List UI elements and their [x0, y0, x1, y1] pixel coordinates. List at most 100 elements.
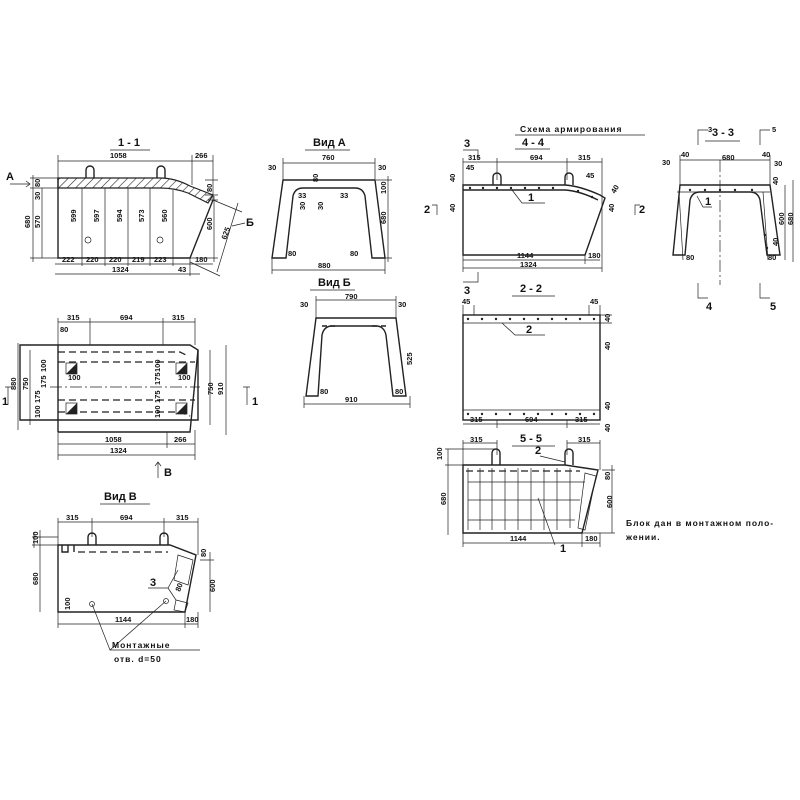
dimension-label: 315 — [470, 415, 483, 424]
dimension-label: 80 — [288, 249, 296, 258]
drawing-line — [30, 175, 58, 262]
dimension-label: 315 — [176, 513, 189, 522]
drawing-line — [492, 172, 574, 185]
block-outline — [462, 184, 606, 256]
drawing-line — [445, 448, 615, 535]
drawing-line — [765, 246, 769, 250]
dimension-label: 910 — [216, 382, 225, 395]
drawing-line — [57, 155, 214, 200]
section-1-1: 1 - 1 599 597 594 573 560 1058 266 222 2… — [6, 137, 254, 277]
dimension-label: 45 — [590, 297, 598, 306]
holes-note: Монтажные — [112, 640, 170, 650]
drawing-line — [688, 188, 692, 192]
dimension-label: 266 — [174, 435, 187, 444]
dimension-label: 100 — [379, 181, 388, 194]
dimension-label: 560 — [160, 209, 169, 222]
dimension-label: 1144 — [510, 534, 527, 543]
dimension-label: 694 — [525, 415, 538, 424]
drawing-line — [32, 530, 58, 612]
dimension-label: 680 — [722, 153, 735, 162]
dimension-label: 315 — [67, 313, 80, 322]
drawing-line — [432, 149, 640, 283]
dimension-label: 40 — [603, 402, 612, 410]
callout-1: 1 — [560, 543, 566, 555]
block-outline — [462, 314, 601, 421]
dimension-label: 680 — [23, 215, 32, 228]
leader-lines — [91, 600, 200, 651]
dimension-label: 1144 — [115, 615, 132, 624]
frame-outline — [271, 179, 386, 259]
dimension-label: 100 — [63, 597, 72, 610]
drawing-line — [733, 188, 737, 192]
drawing-line — [463, 420, 600, 428]
dimension-label: 80 — [33, 179, 42, 187]
drawing-line — [17, 343, 31, 430]
dimension-label: 30 — [662, 158, 670, 167]
dimension-label: 525 — [405, 352, 414, 365]
drawing-line — [491, 448, 574, 465]
drawing-line — [55, 258, 213, 276]
dimension-label: 180 — [585, 534, 598, 543]
dimension-label: 30 — [300, 300, 308, 309]
dimension-label: 40 — [609, 183, 621, 195]
dimension-label: 750 — [21, 377, 30, 390]
dimension-label: 80 — [205, 184, 214, 192]
drawing-line — [750, 188, 754, 192]
note-line: Блок дан в монтажном поло- — [626, 518, 774, 528]
drawing-line — [61, 545, 75, 553]
drawing-line — [5, 386, 250, 405]
dimension-label: 80 — [768, 253, 776, 262]
dimension-label: 180 — [186, 615, 199, 624]
drawing-line — [577, 472, 597, 531]
dimension-label: 880 — [318, 261, 331, 270]
drawing-line — [462, 440, 601, 470]
dimension-label: 30 — [298, 202, 307, 210]
drawing-line — [467, 468, 585, 530]
drawing-line — [87, 532, 169, 545]
drawing-line — [703, 188, 707, 192]
drawing-line — [89, 601, 95, 607]
dimension-label: 315 — [470, 435, 483, 444]
section-mark: 2 — [639, 204, 645, 216]
section-title: 5 - 5 — [520, 433, 542, 445]
drawing-line — [176, 363, 187, 374]
drawing-line — [303, 296, 411, 408]
section-5-5: 5 - 5 2 1 315 315 100 680 80 600 1144 18… — [435, 433, 615, 555]
callout-2: 2 — [535, 445, 541, 457]
drawing-line — [523, 186, 527, 190]
dimension-label: 80 — [173, 582, 184, 593]
drawing-line — [508, 412, 512, 416]
drawing-line — [462, 533, 601, 547]
drawing-line — [462, 305, 612, 324]
dimension-label: 222 — [62, 255, 75, 264]
dimension-label: 315 — [575, 415, 588, 424]
view-b: Вид Б 790 30 30 525 80 80 910 — [300, 277, 414, 408]
dimension-label: 100 — [435, 447, 444, 460]
dimension-label: 30 — [268, 163, 276, 172]
drawing-line — [508, 317, 512, 321]
drawing-note: Блок дан в монтажном поло- жении. — [625, 518, 774, 542]
dimension-label: 33 — [340, 191, 348, 200]
dimension-label: 80 — [199, 549, 208, 557]
dimension-label: 1058 — [105, 435, 122, 444]
drawing-line — [466, 317, 470, 321]
dimension-label: 30 — [774, 159, 782, 168]
section-mark: 4 — [706, 301, 713, 313]
drawing-line — [578, 412, 582, 416]
section-title: 1 - 1 — [118, 137, 140, 149]
drawing-line — [480, 412, 484, 416]
dimension-label: 40 — [607, 204, 616, 212]
drawing-line — [590, 195, 594, 199]
section-2-2: 2 - 2 2 45 45 40 40 40 40 315 694 315 — [462, 283, 612, 432]
dimension-label: 600 — [208, 579, 217, 592]
drawing-line — [66, 363, 77, 374]
drawing-line — [578, 317, 582, 321]
block-outline — [57, 544, 197, 613]
view-title: Вид Б — [318, 277, 351, 289]
dimension-label: 100 — [178, 373, 191, 382]
dimension-label: 80 — [686, 253, 694, 262]
drawing-line — [481, 186, 485, 190]
note-line: жении. — [625, 532, 661, 542]
drawing-line — [462, 158, 603, 200]
